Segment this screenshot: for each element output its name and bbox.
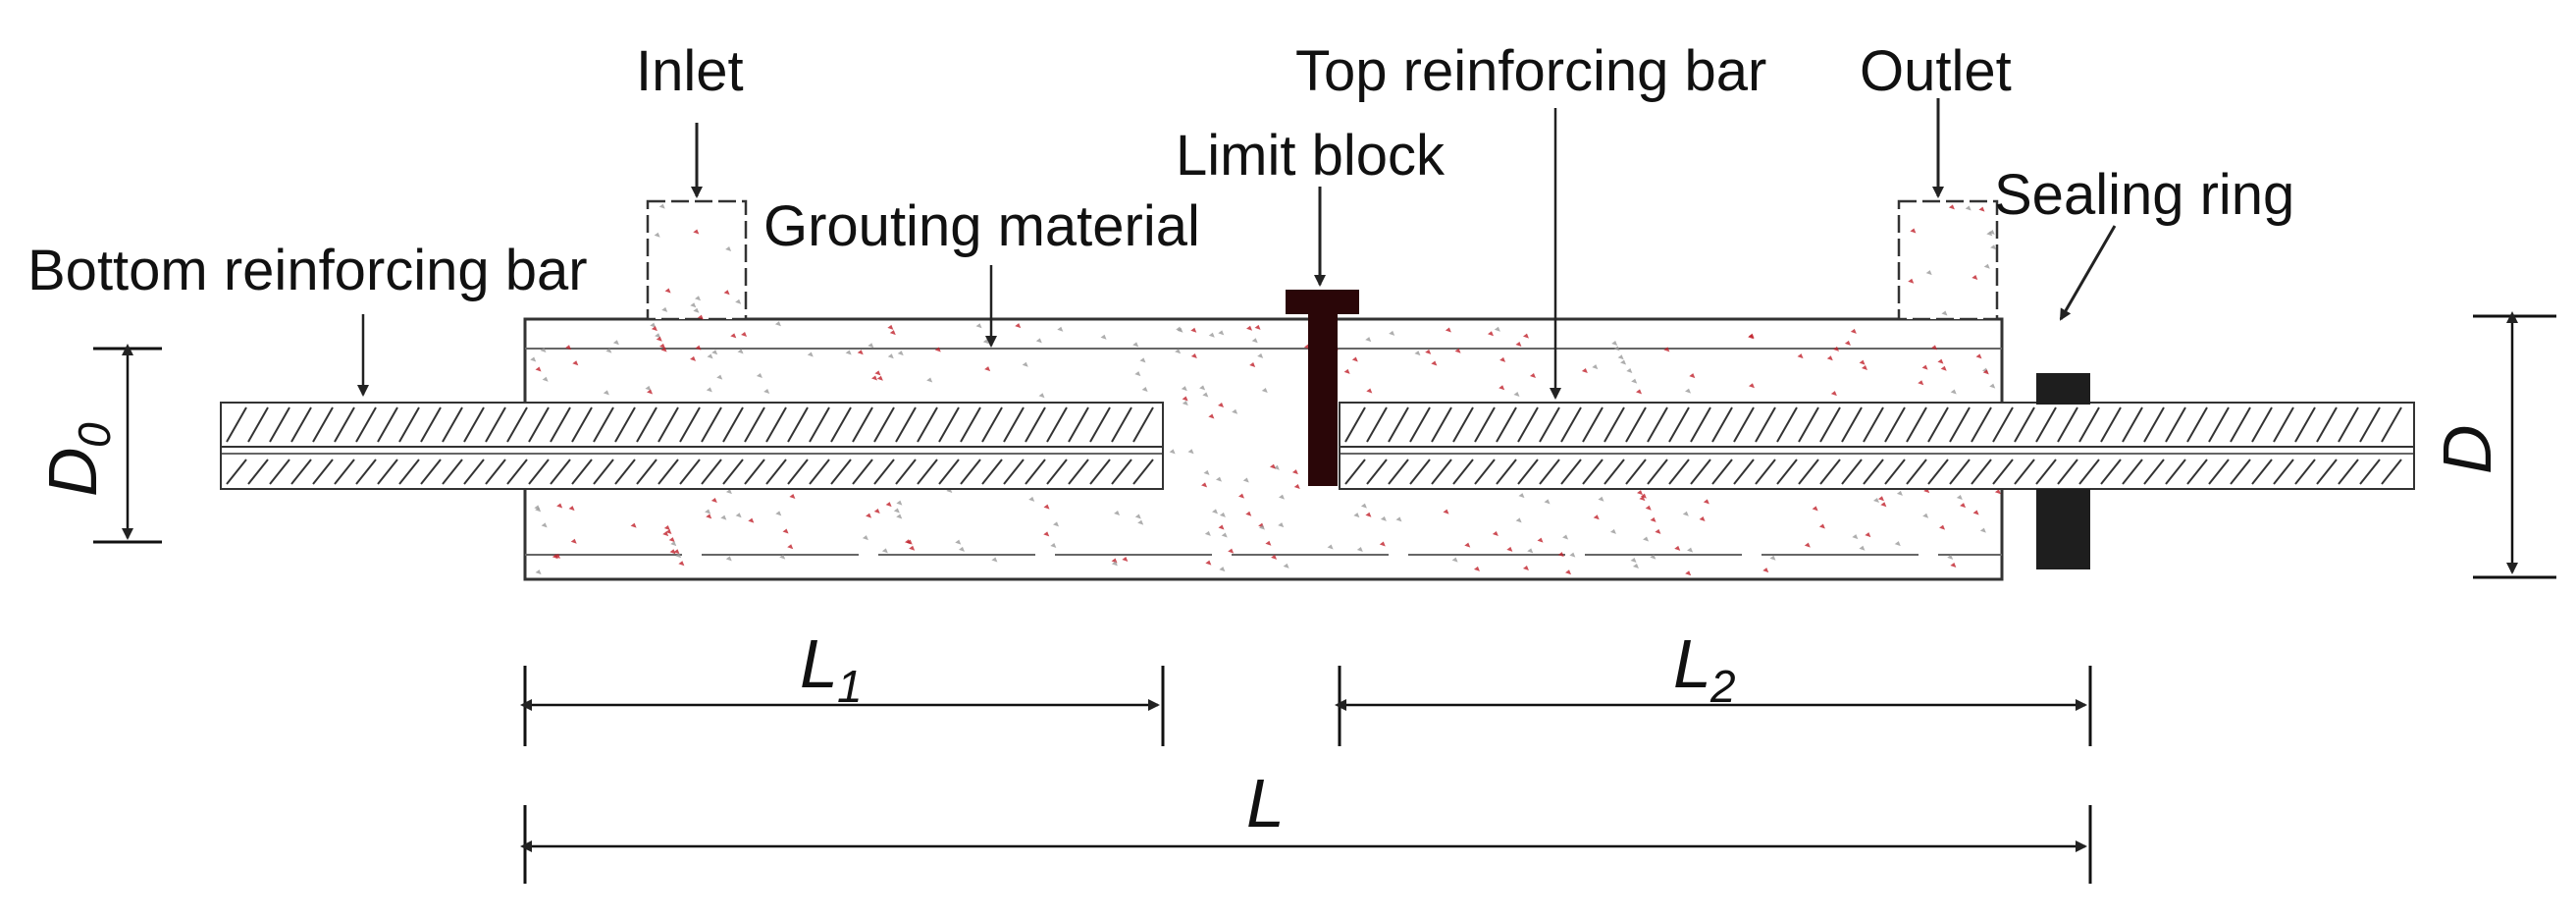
sleeve-body xyxy=(523,317,2004,581)
l1-sub: 1 xyxy=(837,661,863,712)
top-bar-label: Top reinforcing bar xyxy=(1295,39,1766,103)
d-main: D xyxy=(2429,424,2505,474)
bottom-reinforcing-bar xyxy=(220,402,1164,490)
limit-block-label: Limit block xyxy=(1176,124,1446,188)
l2-sub: 2 xyxy=(1709,661,1736,712)
l2-main: L xyxy=(1673,625,1711,702)
sealing-ring xyxy=(2036,373,2090,569)
l1-main: L xyxy=(800,625,838,702)
bottom-bar-label: Bottom reinforcing bar xyxy=(27,239,588,302)
sealing-ring-label: Sealing ring xyxy=(1994,163,2294,227)
limit-block xyxy=(1286,290,1359,486)
d0-sub: 0 xyxy=(69,422,120,448)
outlet-label: Outlet xyxy=(1860,39,2012,103)
inlet-port xyxy=(646,199,748,321)
l-main: L xyxy=(1246,765,1285,841)
inlet-label: Inlet xyxy=(636,39,744,103)
dimension-lines xyxy=(93,311,2556,884)
grouting-material-label: Grouting material xyxy=(763,194,1200,258)
grouting-material-fill xyxy=(530,203,2001,576)
leader-arrows xyxy=(357,98,2117,400)
outlet-port xyxy=(1897,199,1999,321)
d0-dimension-label: D 0 xyxy=(34,422,120,497)
d0-main: D xyxy=(34,447,111,497)
top-reinforcing-bar xyxy=(1339,402,2415,490)
d-dimension-label: D xyxy=(2429,424,2505,474)
